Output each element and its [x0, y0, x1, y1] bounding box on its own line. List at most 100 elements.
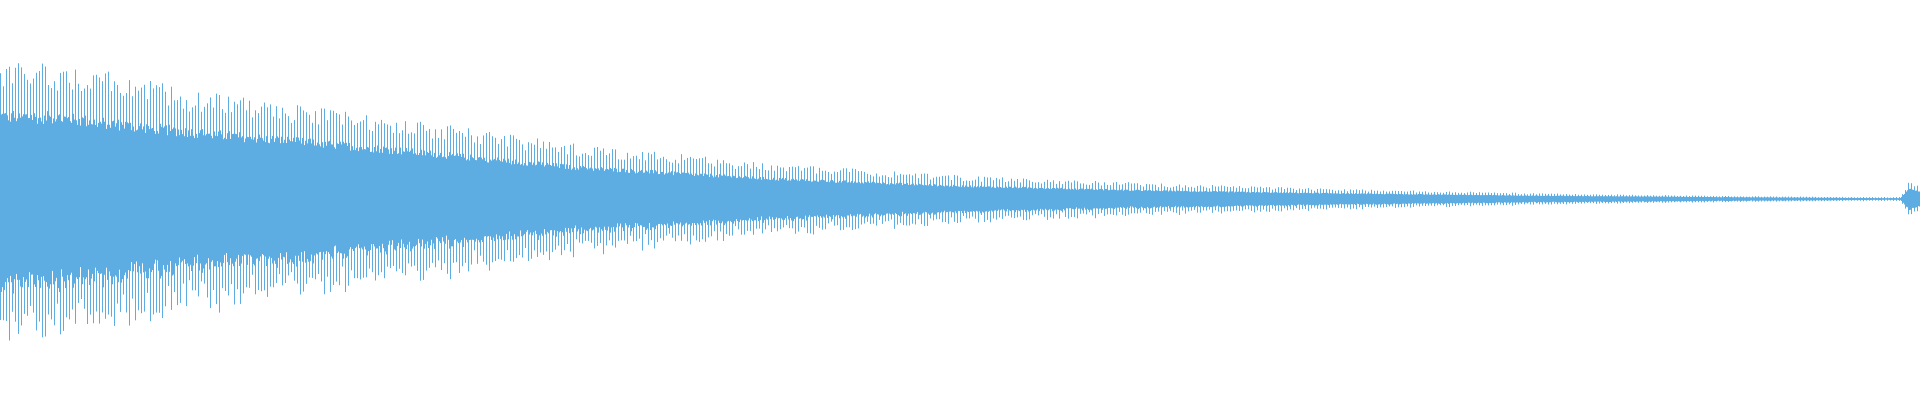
waveform-sample [428, 152, 429, 248]
waveform-sample [1166, 190, 1167, 207]
waveform-sample [343, 141, 344, 259]
waveform-sample [1336, 193, 1337, 205]
waveform-sample [1327, 192, 1328, 205]
waveform-sample [617, 172, 618, 224]
waveform-sample [1134, 183, 1135, 214]
waveform-sample [1399, 194, 1400, 205]
waveform-sample [1339, 193, 1340, 205]
waveform-sample [176, 136, 177, 267]
waveform-sample [1867, 197, 1868, 201]
waveform-sample [698, 175, 699, 225]
waveform-sample [376, 151, 377, 249]
waveform-sample [1011, 178, 1012, 218]
waveform-sample [1671, 195, 1672, 203]
waveform-sample [326, 145, 327, 252]
waveform-sample [1727, 197, 1728, 201]
waveform-sample [1774, 197, 1775, 201]
waveform-sample [1536, 194, 1537, 204]
waveform-sample [1629, 195, 1630, 204]
waveform-sample [1666, 196, 1667, 202]
waveform-sample [1274, 192, 1275, 207]
waveform-sample [935, 184, 936, 215]
waveform-sample [854, 181, 855, 216]
waveform-sample [1644, 195, 1645, 203]
waveform-sample [1233, 186, 1234, 211]
waveform-sample [62, 121, 63, 277]
waveform-sample [1244, 191, 1245, 206]
waveform-sample [1555, 195, 1556, 202]
waveform-sample [937, 186, 938, 213]
waveform-sample [1854, 197, 1855, 201]
waveform-sample [639, 159, 640, 239]
waveform-sample [707, 174, 708, 225]
waveform-sample [115, 126, 116, 276]
waveform-sample [1731, 196, 1732, 202]
waveform-sample [84, 88, 85, 309]
waveform-sample [1140, 185, 1141, 213]
waveform-sample [1258, 192, 1259, 206]
waveform-sample [826, 181, 827, 215]
waveform-sample [963, 181, 964, 216]
waveform-sample [1862, 198, 1863, 201]
waveform-sample [369, 129, 370, 269]
waveform-sample [1354, 194, 1355, 205]
waveform-sample [1541, 195, 1542, 203]
waveform-sample [1713, 195, 1714, 203]
waveform-sample [1910, 188, 1911, 210]
waveform-sample [1776, 196, 1777, 202]
waveform-sample [201, 111, 202, 282]
waveform-sample [1619, 196, 1620, 202]
waveform-sample [887, 184, 888, 214]
waveform-sample [1263, 188, 1264, 210]
waveform-sample [81, 90, 82, 300]
waveform-sample [1478, 195, 1479, 203]
waveform-sample [427, 152, 428, 242]
waveform-sample [990, 177, 991, 223]
waveform-sample [1028, 187, 1029, 212]
waveform-sample [809, 180, 810, 216]
waveform-sample [24, 73, 25, 314]
waveform-sample [384, 123, 385, 279]
waveform-sample [1419, 191, 1420, 207]
waveform-sample [1243, 191, 1244, 207]
waveform-sample [958, 186, 959, 211]
waveform-sample [932, 186, 933, 213]
waveform-sample [740, 177, 741, 220]
waveform-sample [548, 164, 549, 234]
waveform-sample [902, 185, 903, 212]
waveform-sample [1331, 193, 1332, 205]
waveform-sample [1497, 193, 1498, 205]
waveform-sample [1068, 180, 1069, 219]
waveform-sample [271, 138, 272, 259]
waveform-sample [1006, 186, 1007, 212]
waveform-sample [995, 187, 996, 211]
waveform-sample [1687, 196, 1688, 201]
waveform-sample [785, 178, 786, 219]
waveform-sample [1553, 196, 1554, 202]
waveform-sample [912, 175, 913, 224]
waveform-sample [249, 100, 250, 288]
waveform-sample [151, 128, 152, 273]
waveform-sample [1392, 190, 1393, 207]
waveform-sample [49, 115, 50, 289]
waveform-sample [620, 171, 621, 224]
waveform-sample [875, 183, 876, 214]
waveform-sample [1611, 194, 1612, 204]
waveform-sample [1704, 195, 1705, 203]
waveform-sample [730, 176, 731, 222]
waveform-sample [1493, 194, 1494, 203]
waveform-sample [138, 90, 139, 311]
waveform-sample [339, 114, 340, 286]
waveform-sample [1310, 193, 1311, 205]
waveform-sample [551, 165, 552, 231]
waveform-sample [57, 90, 58, 304]
waveform-sample [139, 126, 140, 267]
waveform-sample [351, 120, 352, 271]
waveform-sample [520, 164, 521, 231]
waveform-sample [1411, 194, 1412, 204]
waveform-sample [974, 186, 975, 212]
waveform-sample [154, 131, 155, 264]
waveform-sample [15, 67, 16, 322]
waveform-sample [967, 186, 968, 212]
waveform-sample [1169, 190, 1170, 209]
